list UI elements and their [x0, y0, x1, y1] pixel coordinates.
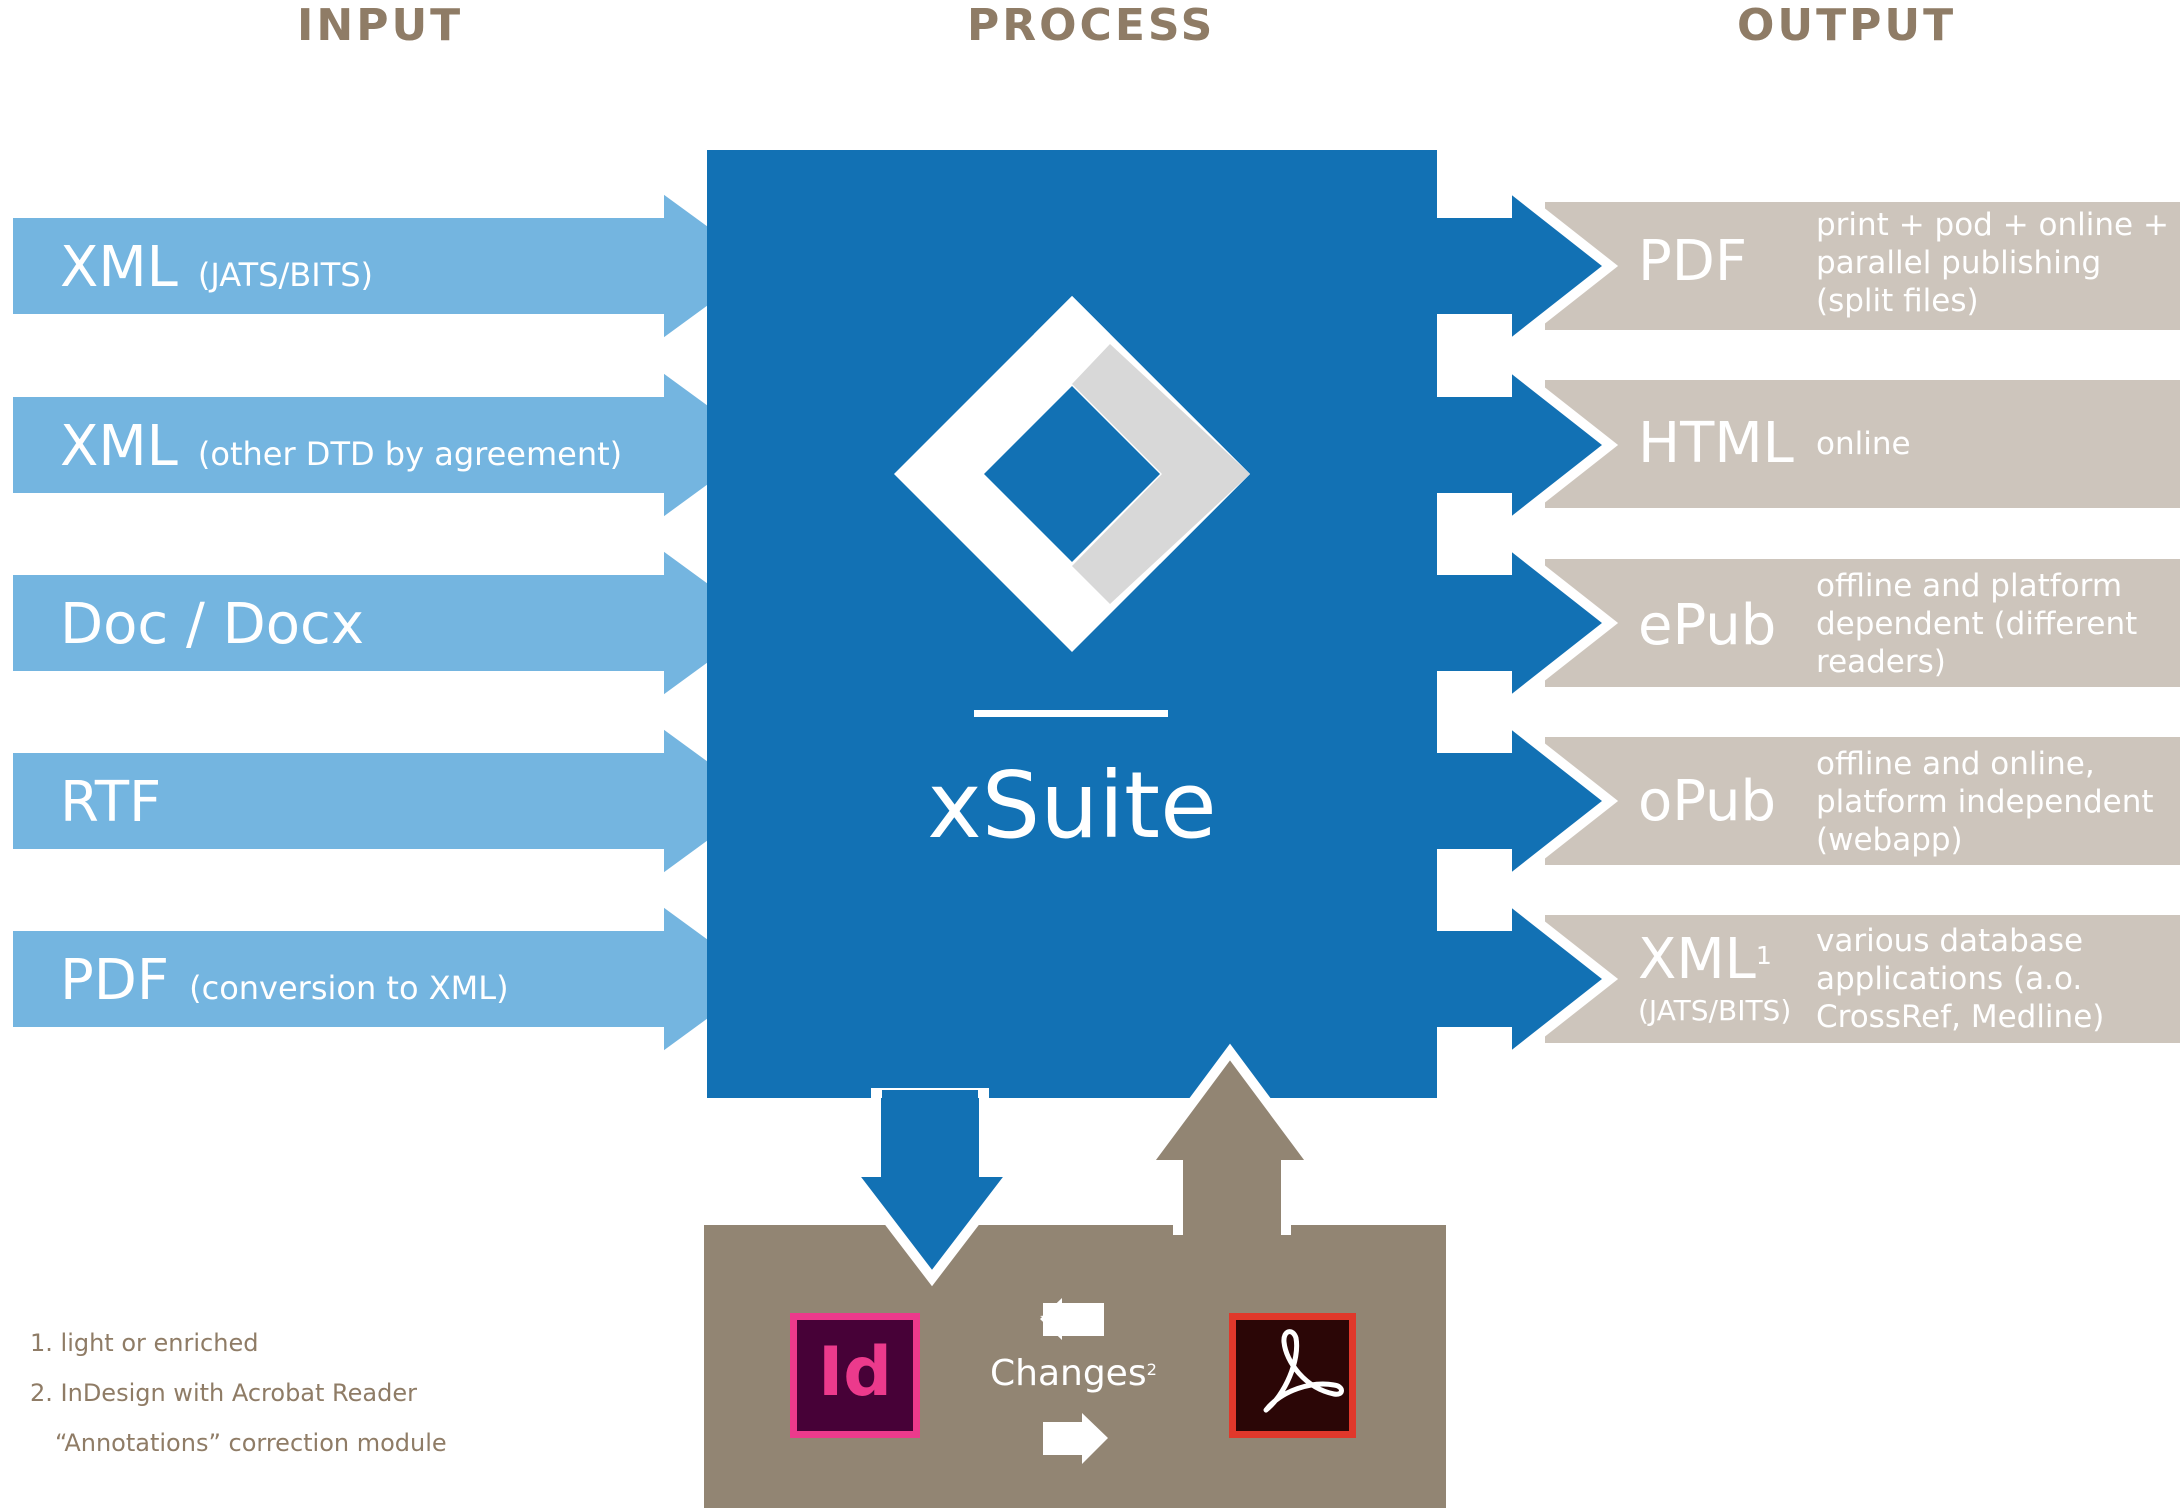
- output-arrow-1: [1427, 174, 1619, 358]
- output-desc-3: offline and platform dependent (differen…: [1816, 568, 2138, 680]
- output-desc-2: online: [1816, 426, 1911, 462]
- output-arrow-4: [1427, 709, 1619, 893]
- output-header: OUTPUT: [1737, 0, 1957, 51]
- indesign-icon: [790, 1313, 920, 1438]
- output-arrow-5: [1427, 887, 1619, 1071]
- output-label-4: oPub: [1638, 769, 1777, 834]
- changes-label: Changes2: [990, 1353, 1157, 1394]
- output-label-5: XML1: [1638, 927, 1772, 992]
- input-label-5: PDF(conversion to XML): [60, 948, 509, 1013]
- output-box-2: [1545, 380, 2180, 508]
- output-box-3: [1545, 559, 2180, 687]
- output-box-4: [1545, 737, 2180, 865]
- output-desc-1: print + pod + online + parallel publishi…: [1816, 207, 2169, 319]
- output-arrow-3: [1427, 531, 1619, 715]
- output-label-1: PDF: [1638, 229, 1748, 294]
- input-header: INPUT: [297, 0, 464, 51]
- change-arrow-right-icon: [1043, 1413, 1108, 1464]
- input-label-4: RTF: [60, 770, 162, 835]
- input-label-2: XML(other DTD by agreement): [60, 414, 623, 479]
- xsuite-logo-icon: [894, 296, 1250, 652]
- logo-underline: [974, 710, 1168, 717]
- output-desc-4: offline and online, platform independent…: [1816, 746, 2154, 858]
- down-arrow: [840, 1088, 1024, 1287]
- output-sub-5: (JATS/BITS): [1638, 994, 1792, 1027]
- footnote-1: 1. light or enriched: [30, 1329, 259, 1357]
- indesign-text: Id: [818, 1333, 892, 1412]
- output-box-5: [1545, 915, 2180, 1043]
- process-name: xSuite: [927, 752, 1217, 859]
- footnote-2: 2. InDesign with Acrobat Reader: [30, 1379, 417, 1407]
- input-label-3: Doc / Docx: [60, 592, 364, 657]
- footnote-2-continued: “Annotations” correction module: [55, 1429, 447, 1457]
- acrobat-icon: [1229, 1313, 1356, 1438]
- process-header: PROCESS: [967, 0, 1216, 51]
- output-desc-5: various database applications (a.o. Cros…: [1816, 923, 2105, 1035]
- output-label-3: ePub: [1638, 593, 1777, 658]
- input-label-1: XML(JATS/BITS): [60, 235, 374, 300]
- output-label-2: HTML: [1638, 411, 1794, 476]
- output-arrow-2: [1427, 353, 1619, 537]
- up-arrow: [1136, 1043, 1324, 1235]
- output-box-1: [1545, 202, 2180, 330]
